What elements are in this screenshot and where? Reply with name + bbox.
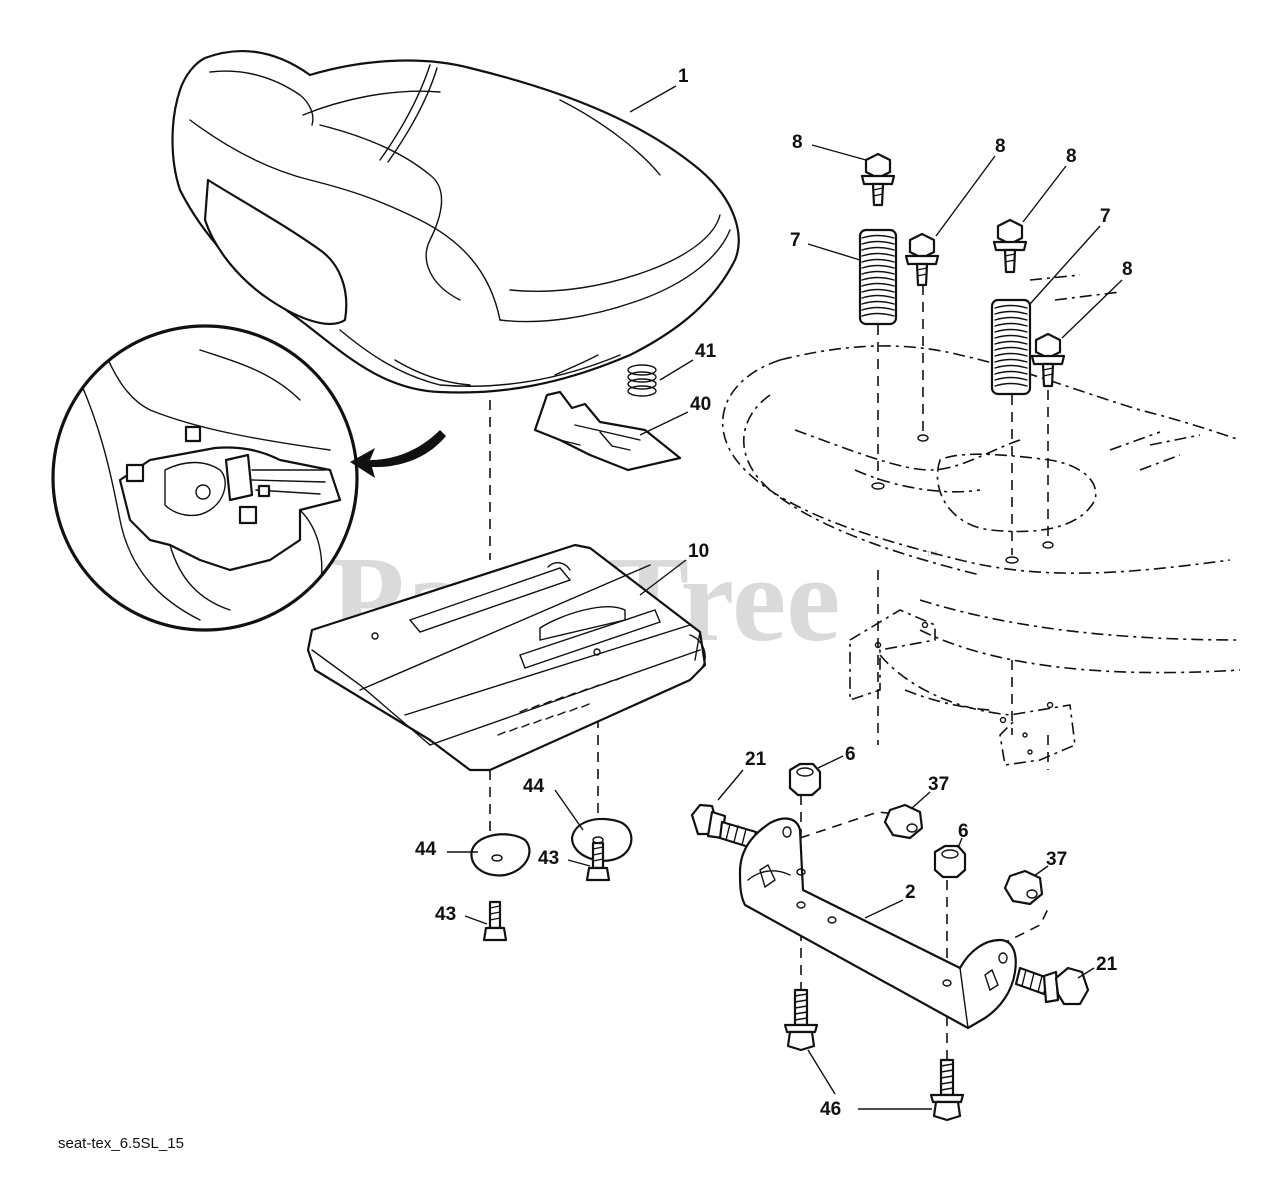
leader-pivot-bolt-left — [717, 769, 744, 801]
callout-spring-right: 7 — [1100, 206, 1111, 227]
watermark-trademark: ™ — [925, 548, 938, 563]
leader-spring-right — [1029, 225, 1101, 305]
leader-bolt-8-d — [1061, 279, 1123, 339]
callout-washer-lower: 44 — [415, 839, 437, 860]
callout-lock-nut-upper: 37 — [928, 774, 949, 795]
callout-flange-bolt: 46 — [820, 1099, 841, 1120]
callout-pivot-bracket: 2 — [905, 882, 916, 903]
switch-bracket[interactable] — [533, 390, 682, 472]
tractor-frame-outline — [721, 274, 1241, 766]
callout-washer-upper: 44 — [523, 776, 545, 797]
spring-left[interactable] — [858, 228, 898, 326]
leader-seat-pan — [639, 559, 687, 596]
leader-lock-nut-upper — [911, 791, 931, 809]
flange-bolt-right[interactable] — [929, 1058, 965, 1122]
seat[interactable] — [171, 49, 740, 394]
callout-pivot-bolt-left: 21 — [745, 749, 767, 770]
leader-pivot-bolt-right — [1077, 967, 1095, 979]
washer-lower[interactable] — [470, 833, 531, 877]
flange-bolt-left[interactable] — [783, 988, 819, 1052]
screw-right[interactable] — [585, 841, 611, 882]
leader-switch-spring — [659, 359, 694, 381]
bolt-8-b[interactable] — [904, 232, 940, 287]
leader-bolt-8-a — [811, 144, 867, 161]
leader-lock-nut-lower — [1033, 865, 1049, 877]
callout-switch-bracket: 40 — [690, 394, 711, 415]
spring-right[interactable] — [990, 298, 1032, 396]
pivot-bolt-right[interactable] — [1014, 966, 1090, 1006]
leader-bolt-8-b — [935, 155, 996, 237]
callout-screw-right: 43 — [538, 848, 559, 869]
leader-flange-nut-lower — [957, 837, 963, 849]
lock-nut-upper[interactable] — [883, 803, 924, 840]
callout-screw-left: 43 — [435, 904, 456, 925]
screw-left[interactable] — [482, 900, 508, 942]
detail-arrow — [350, 430, 446, 478]
leader-washer-upper — [554, 789, 584, 831]
callout-flange-nut-upper: 6 — [845, 744, 856, 765]
leader-screw-right — [567, 859, 591, 867]
leader-switch-bracket — [639, 411, 689, 436]
callout-bolt-8-a: 8 — [792, 132, 803, 153]
flange-nut-upper[interactable] — [788, 762, 822, 797]
callout-pivot-bolt-right: 21 — [1096, 954, 1118, 975]
callout-bolt-8-c: 8 — [1066, 146, 1077, 167]
leader-pivot-bracket — [864, 899, 904, 919]
callout-bolt-8-d: 8 — [1122, 259, 1133, 280]
callout-flange-nut-lower: 6 — [958, 821, 969, 842]
leader-seat — [629, 85, 677, 113]
callout-switch-spring: 41 — [695, 341, 717, 362]
lock-nut-lower[interactable] — [1003, 869, 1044, 906]
leader-bolt-8-c — [1022, 165, 1067, 223]
leader-flange-nut-upper — [817, 755, 844, 769]
callout-lock-nut-lower: 37 — [1046, 849, 1067, 870]
pivot-bolt-left[interactable] — [690, 803, 758, 850]
washer-upper[interactable] — [570, 817, 633, 862]
reference-code: seat-tex_6.5SL_15 — [58, 1135, 184, 1152]
leader-flange-bolt-left — [807, 1049, 836, 1095]
callout-bolt-8-b: 8 — [995, 136, 1006, 157]
seat-pan[interactable] — [306, 543, 707, 772]
callout-spring-left: 7 — [790, 230, 801, 251]
bolt-8-c[interactable] — [992, 218, 1028, 274]
bolt-8-a[interactable] — [860, 152, 896, 207]
switch-spring[interactable] — [627, 364, 657, 397]
callout-seat-pan: 10 — [688, 541, 709, 562]
leader-spring-left — [807, 243, 861, 261]
pivot-bracket[interactable] — [738, 817, 1017, 1030]
flange-nut-lower[interactable] — [933, 844, 967, 879]
callout-seat: 1 — [678, 66, 689, 87]
bolt-8-d[interactable] — [1030, 332, 1066, 388]
detail-magnifier — [51, 324, 359, 632]
leader-screw-left — [464, 915, 488, 925]
